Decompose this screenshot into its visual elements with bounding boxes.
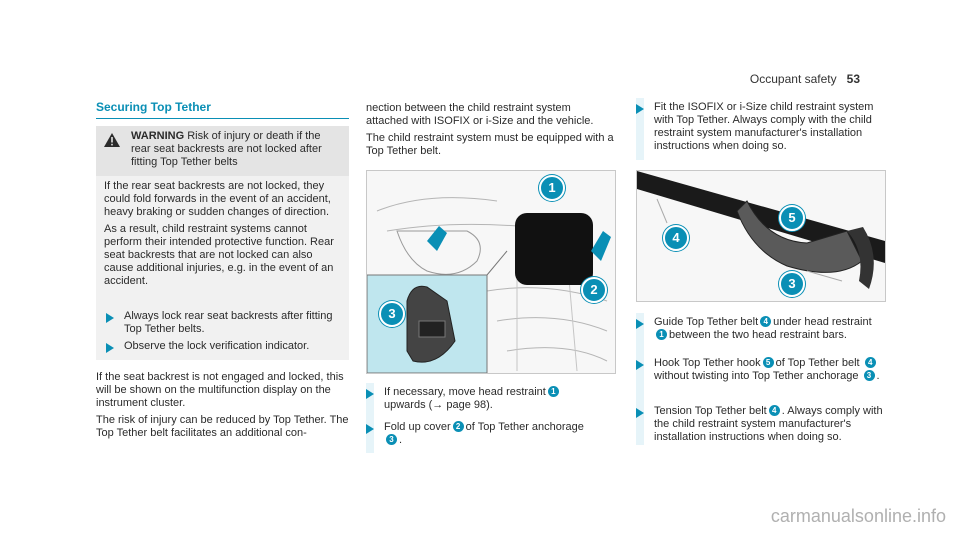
callout-ref-1: 1 [656, 329, 667, 340]
step-arrow-icon [636, 104, 644, 114]
bullet-arrow-icon [106, 343, 114, 353]
page-header: Occupant safety 53 [540, 72, 860, 86]
warning-triangle-icon [104, 133, 120, 147]
stepB-text-a: Hook Top Tether hook [654, 357, 761, 369]
section-name: Occupant safety [749, 72, 837, 86]
section-title: Securing Top Tether [96, 100, 211, 114]
warning-para-1: If the rear seat backrests are not locke… [104, 180, 331, 218]
warning-bullet-1: Always lock rear seat backrests after fi… [124, 310, 333, 335]
figure-1-callout-2: 2 [581, 277, 607, 303]
warning-headline: WARNING Risk of injury or death if the r… [131, 130, 341, 169]
figure-1-callout-1: 1 [539, 175, 565, 201]
warning-body: If the rear seat backrests are not locke… [104, 180, 342, 292]
stepB-text-d: . [876, 370, 880, 382]
column-1-text: If the seat backrest is not engaged and … [96, 371, 349, 444]
callout-ref-4: 4 [768, 405, 780, 416]
col2-para-1: nection between the child restraint syst… [366, 102, 594, 127]
stepA-text-c: between the two head restraint bars. [669, 329, 847, 341]
step-sidebar [636, 313, 644, 445]
callout-ref-4: 4 [864, 357, 876, 368]
step-arrow-icon [366, 424, 374, 434]
step-arrow-icon [636, 319, 644, 329]
step-arrow-icon [636, 360, 644, 370]
column-2-text: nection between the child restraint syst… [366, 102, 614, 162]
step-fit-child-seat: Fit the ISOFIX or i-Size child restraint… [654, 101, 874, 152]
stepA-text-a: Guide Top Tether belt [654, 316, 759, 328]
callout-ref-4: 4 [760, 316, 772, 327]
step2-text-a: Fold up cover [384, 421, 451, 433]
step1-text-a: If necessary, move head restraint [384, 386, 546, 398]
stepB-text-b: of Top Tether belt [775, 357, 860, 369]
stepC-text-a: Tension Top Tether belt [654, 405, 767, 417]
callout-ref-5: 5 [762, 357, 774, 368]
stepA-text-b: under head restraint [773, 316, 872, 328]
figure-2-callout-5: 5 [779, 205, 805, 231]
stepB-text-c: without twisting into Top Tether anchora… [654, 370, 859, 382]
callout-ref-1: 1 [547, 386, 559, 397]
warning-box: WARNING Risk of injury or death if the r… [96, 126, 349, 360]
warning-header: WARNING Risk of injury or death if the r… [96, 126, 349, 176]
col2-para-2: The child restraint system must be equip… [366, 132, 614, 157]
figure-top-tether-belt: 5 4 3 [636, 170, 886, 302]
step-arrow-icon [366, 389, 374, 399]
step2-text-c: . [399, 434, 403, 446]
warning-para-2: As a result, child restraint systems can… [104, 223, 334, 287]
figure-head-restraint: 1 2 3 [366, 170, 616, 374]
title-rule [96, 118, 349, 119]
warning-headline-text: Risk of injury or death if the rear seat… [131, 130, 322, 168]
step-sidebar [366, 383, 374, 453]
figure-2-callout-3: 3 [779, 271, 805, 297]
watermark: carmanualsonline.info [770, 506, 946, 526]
step-sidebar [636, 98, 644, 160]
callout-ref-3: 3 [863, 370, 875, 381]
figure-1-illustration [367, 171, 615, 373]
page-number: 53 [846, 72, 860, 86]
col1-para-1: If the seat backrest is not engaged and … [96, 371, 344, 409]
callout-ref-2: 2 [452, 421, 464, 432]
col1-para-2: The risk of injury can be reduced by Top… [96, 414, 349, 439]
warning-bullet-2: Observe the lock verification indicator. [124, 340, 310, 352]
stepC-text-b: . Always comply with the child restraint… [654, 405, 883, 443]
step1-text-b: upwards (→ page 98). [384, 399, 493, 411]
figure-2-callout-4: 4 [663, 225, 689, 251]
figure-1-callout-3: 3 [379, 301, 405, 327]
step2-text-b: of Top Tether anchorage [465, 421, 584, 433]
bullet-arrow-icon [106, 313, 114, 323]
step-arrow-icon [636, 408, 644, 418]
warning-label: WARNING [131, 130, 185, 142]
callout-ref-3: 3 [386, 434, 397, 445]
